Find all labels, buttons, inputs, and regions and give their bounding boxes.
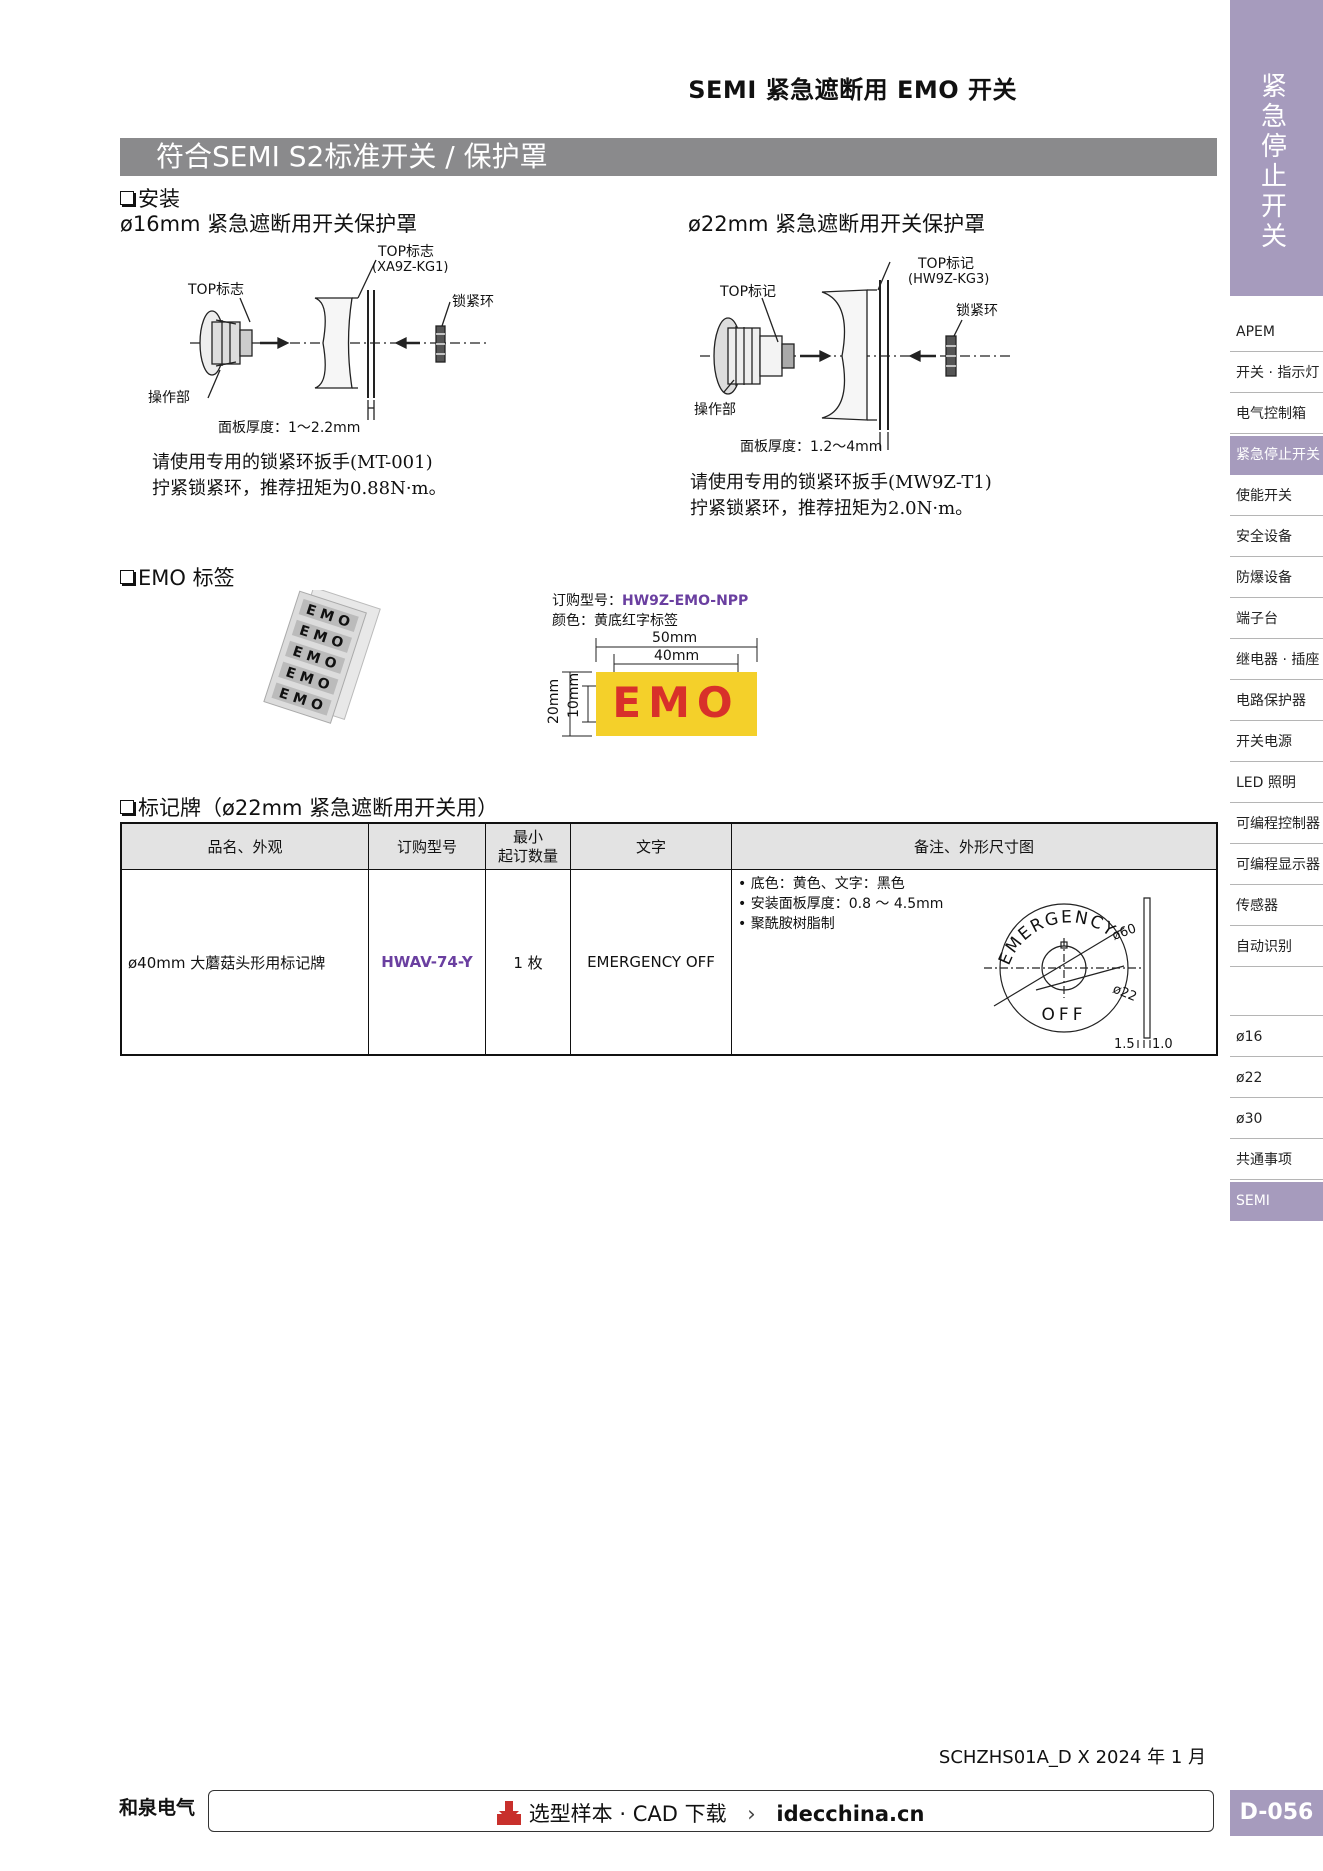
left-top-mark2-model: (XA9Z-KG1) (372, 260, 449, 275)
install-right-title: ø22mm 紧急遮断用开关保护罩 (688, 212, 986, 236)
left-panel-thickness: 面板厚度：1〜2.2mm (218, 420, 361, 436)
sidebar-item[interactable]: 可编程控制器 (1230, 805, 1323, 844)
sidebar-sub-item[interactable]: ø16 (1230, 1018, 1323, 1057)
sidebar-sub-item[interactable]: ø22 (1230, 1059, 1323, 1098)
plate-fig-d22: ø22 (1111, 982, 1139, 1005)
right-lock-ring-label: 锁紧环 (956, 303, 998, 319)
sidebar-vertical-title: 紧急停止开关 (1256, 72, 1292, 252)
left-top-mark2-label: TOP标志 (378, 244, 435, 260)
right-note-2: 拧紧锁紧环，推荐扭矩为2.0N·m。 (690, 498, 974, 519)
brand-logo-text: 和泉电气 (119, 1797, 196, 1819)
footer-download-link[interactable]: 选型样本 · CAD 下载 › idecchina.cn (496, 1798, 924, 1828)
table-row: ø40mm 大蘑菇头形用标记牌 HWAV-74-Y 1 枚 EMERGENCY … (120, 869, 1218, 1056)
document-code: SCHZHS01A_D X 2024 年 1 月 (938, 1747, 1206, 1768)
emo-dim-50: 50mm (652, 630, 698, 646)
plate-heading: 标记牌（ø22mm 紧急遮断用开关用） (120, 792, 498, 822)
chevron-right-icon: › (747, 1802, 756, 1826)
section-title: 符合SEMI S2标准开关 / 保护罩 (120, 138, 1217, 176)
sidebar-item[interactable]: 开关电源 (1230, 723, 1323, 762)
col-min-qty: 最小起订数量 (485, 822, 571, 870)
col-remarks: 备注、外形尺寸图 (731, 822, 1218, 870)
sidebar-sub-item[interactable]: 共通事项 (1230, 1141, 1323, 1180)
remark-item: • 聚酰胺树脂制 (738, 916, 835, 932)
plate-fig-t1: 1.5 (1114, 1037, 1135, 1048)
sidebar-sub-item[interactable]: ø30 (1230, 1100, 1323, 1139)
col-model: 订购型号 (368, 822, 486, 870)
footer-link-box[interactable] (208, 1790, 1214, 1832)
sidebar-item[interactable]: 紧急停止开关 (1230, 436, 1323, 475)
col-name: 品名、外观 (120, 822, 369, 870)
sidebar-item[interactable]: 电路保护器 (1230, 682, 1323, 721)
col-text: 文字 (570, 822, 732, 870)
download-icon (497, 1801, 521, 1825)
right-top-mark2-label: TOP标记 (918, 256, 975, 272)
emo-order-line: 订购型号：HW9Z-EMO-NPP (552, 593, 749, 609)
sidebar-vertical-char: 紧 (1260, 72, 1287, 102)
install-left-title: ø16mm 紧急遮断用开关保护罩 (120, 212, 418, 236)
footer-url: idecchina.cn (776, 1802, 925, 1826)
sidebar-item[interactable]: 继电器 · 插座 (1230, 641, 1323, 680)
right-note-1: 请使用专用的锁紧环扳手(MW9Z-T1) (690, 472, 992, 493)
sidebar-item[interactable]: 使能开关 (1230, 477, 1323, 516)
sidebar-item[interactable]: 自动识别 (1230, 928, 1323, 967)
plate-fig-top-text: EMERGENCY (995, 907, 1118, 968)
sidebar-item[interactable]: 防爆设备 (1230, 559, 1323, 598)
emo-dim-10: 10mm (566, 672, 582, 718)
sidebar-sub-item[interactable]: SEMI (1230, 1182, 1323, 1221)
sidebar-vertical-char: 关 (1260, 222, 1287, 252)
left-note-1: 请使用专用的锁紧环扳手(MT-001) (152, 452, 433, 473)
sidebar-vertical-char: 止 (1260, 162, 1287, 192)
cell-model: HWAV-74-Y (368, 869, 486, 1056)
cell-remarks: • 底色：黄色、文字：黑色 • 安装面板厚度：0.8 〜 4.5mm • 聚酰胺… (731, 869, 1218, 1056)
remark-item: • 安装面板厚度：0.8 〜 4.5mm (738, 896, 944, 912)
sidebar-item[interactable]: LED 照明 (1230, 764, 1323, 803)
remark-item: • 底色：黄色、文字：黑色 (738, 876, 905, 892)
left-lock-ring-label: 锁紧环 (452, 294, 494, 310)
cell-qty: 1 枚 (485, 869, 571, 1056)
emo-label-dimension-drawing: EMO (562, 638, 758, 737)
emo-order-model: HW9Z-EMO-NPP (622, 593, 749, 609)
left-operator-label: 操作部 (148, 390, 190, 406)
plate-fig-t2: 1.0 (1152, 1037, 1173, 1048)
sidebar-item[interactable]: 安全设备 (1230, 518, 1323, 557)
install-heading: 安装 (120, 183, 180, 213)
right-top-mark2-model: (HW9Z-KG3) (908, 272, 990, 287)
sidebar-item[interactable]: 电气控制箱 (1230, 395, 1323, 434)
emo-color-line: 颜色：黄底红字标签 (552, 613, 678, 629)
sidebar-item[interactable]: 开关 · 指示灯 (1230, 354, 1323, 393)
sidebar-item[interactable]: 端子台 (1230, 600, 1323, 639)
left-note-2: 拧紧锁紧环，推荐扭矩为0.88N·m。 (152, 478, 447, 499)
footer-link-text: 选型样本 · CAD 下载 (528, 1802, 727, 1826)
plate-fig-bottom-text: OFF (1042, 1005, 1087, 1025)
cell-name: ø40mm 大蘑菇头形用标记牌 (120, 869, 369, 1056)
install-diagram-22mm (700, 261, 1012, 450)
plate-table: 品名、外观 订购型号 最小起订数量 文字 备注、外形尺寸图 ø40mm 大蘑菇头… (120, 822, 1218, 1056)
svg-text:EMERGENCY: EMERGENCY (995, 907, 1120, 968)
emo-label-text: EMO (612, 678, 739, 727)
plate-table-header: 品名、外观 订购型号 最小起订数量 文字 备注、外形尺寸图 (120, 822, 1218, 870)
sidebar-vertical-char: 开 (1260, 192, 1287, 222)
right-operator-label: 操作部 (694, 402, 736, 418)
sidebar-item[interactable]: APEM (1230, 313, 1323, 352)
emo-sheet-illustration: E M OE M O E M OE M O E M O (263, 590, 381, 724)
page-header-title: SEMI 紧急遮断用 EMO 开关 (688, 76, 1017, 104)
sidebar-divider (1230, 969, 1323, 1016)
page-number: D-056 (1230, 1790, 1323, 1836)
emo-dim-20: 20mm (546, 678, 562, 724)
cell-text: EMERGENCY OFF (570, 869, 732, 1056)
install-diagram-16mm (190, 259, 490, 420)
plate-dimension-drawing: EMERGENCY OFF ø60 ø22 1.5 1.0 (984, 897, 1173, 1048)
right-panel-thickness: 面板厚度：1.2〜4mm (740, 439, 883, 455)
emo-label-yellow (596, 672, 757, 736)
emo-heading: EMO 标签 (120, 562, 235, 592)
sidebar-category-banner (1230, 0, 1323, 296)
sidebar-item[interactable]: 传感器 (1230, 887, 1323, 926)
emo-dim-40: 40mm (654, 648, 700, 664)
sidebar-item[interactable]: 可编程显示器 (1230, 846, 1323, 885)
sidebar-vertical-char: 停 (1260, 132, 1287, 162)
right-top-mark-label: TOP标记 (720, 284, 777, 300)
left-top-mark-label: TOP标志 (188, 282, 245, 298)
sidebar-vertical-char: 急 (1260, 102, 1287, 132)
